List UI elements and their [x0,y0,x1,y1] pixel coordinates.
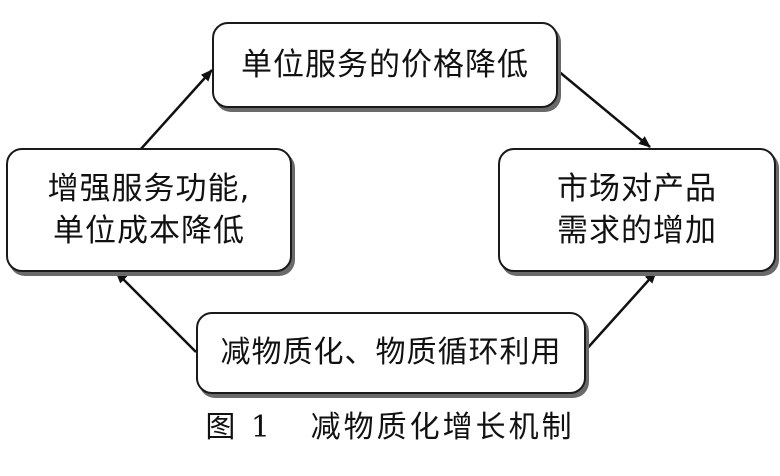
node-market-demand-up: 市场对产品 需求的增加 [498,148,776,272]
node-service-function-up-label: 增强服务功能, 单位成本降低 [48,168,251,252]
node-dematerialization-recycling: 减物质化、物质循环利用 [196,312,586,394]
node-text-line: 市场对产品 [557,171,717,207]
node-service-price-down: 单位服务的价格降低 [212,22,558,108]
arrow-right-to-bottom [583,271,657,353]
node-service-function-up: 增强服务功能, 单位成本降低 [6,148,292,272]
node-text-line: 需求的增加 [557,213,717,249]
node-dematerialization-recycling-label: 减物质化、物质循环利用 [221,332,562,374]
node-service-price-down-label: 单位服务的价格降低 [241,44,529,86]
arrow-left-to-top [139,69,213,151]
arrow-top-to-right [556,69,651,148]
figure-caption: 图 1 减物质化增长机制 [205,410,575,445]
node-text-line: 增强服务功能, [47,171,251,207]
arrow-bottom-to-left [115,271,197,353]
node-text-line: 单位成本降低 [52,213,245,249]
node-market-demand-up-label: 市场对产品 需求的增加 [557,168,717,252]
node-text-line: 减物质化、物质循环利用 [220,335,562,370]
node-text-line: 单位服务的价格降低 [241,47,529,83]
